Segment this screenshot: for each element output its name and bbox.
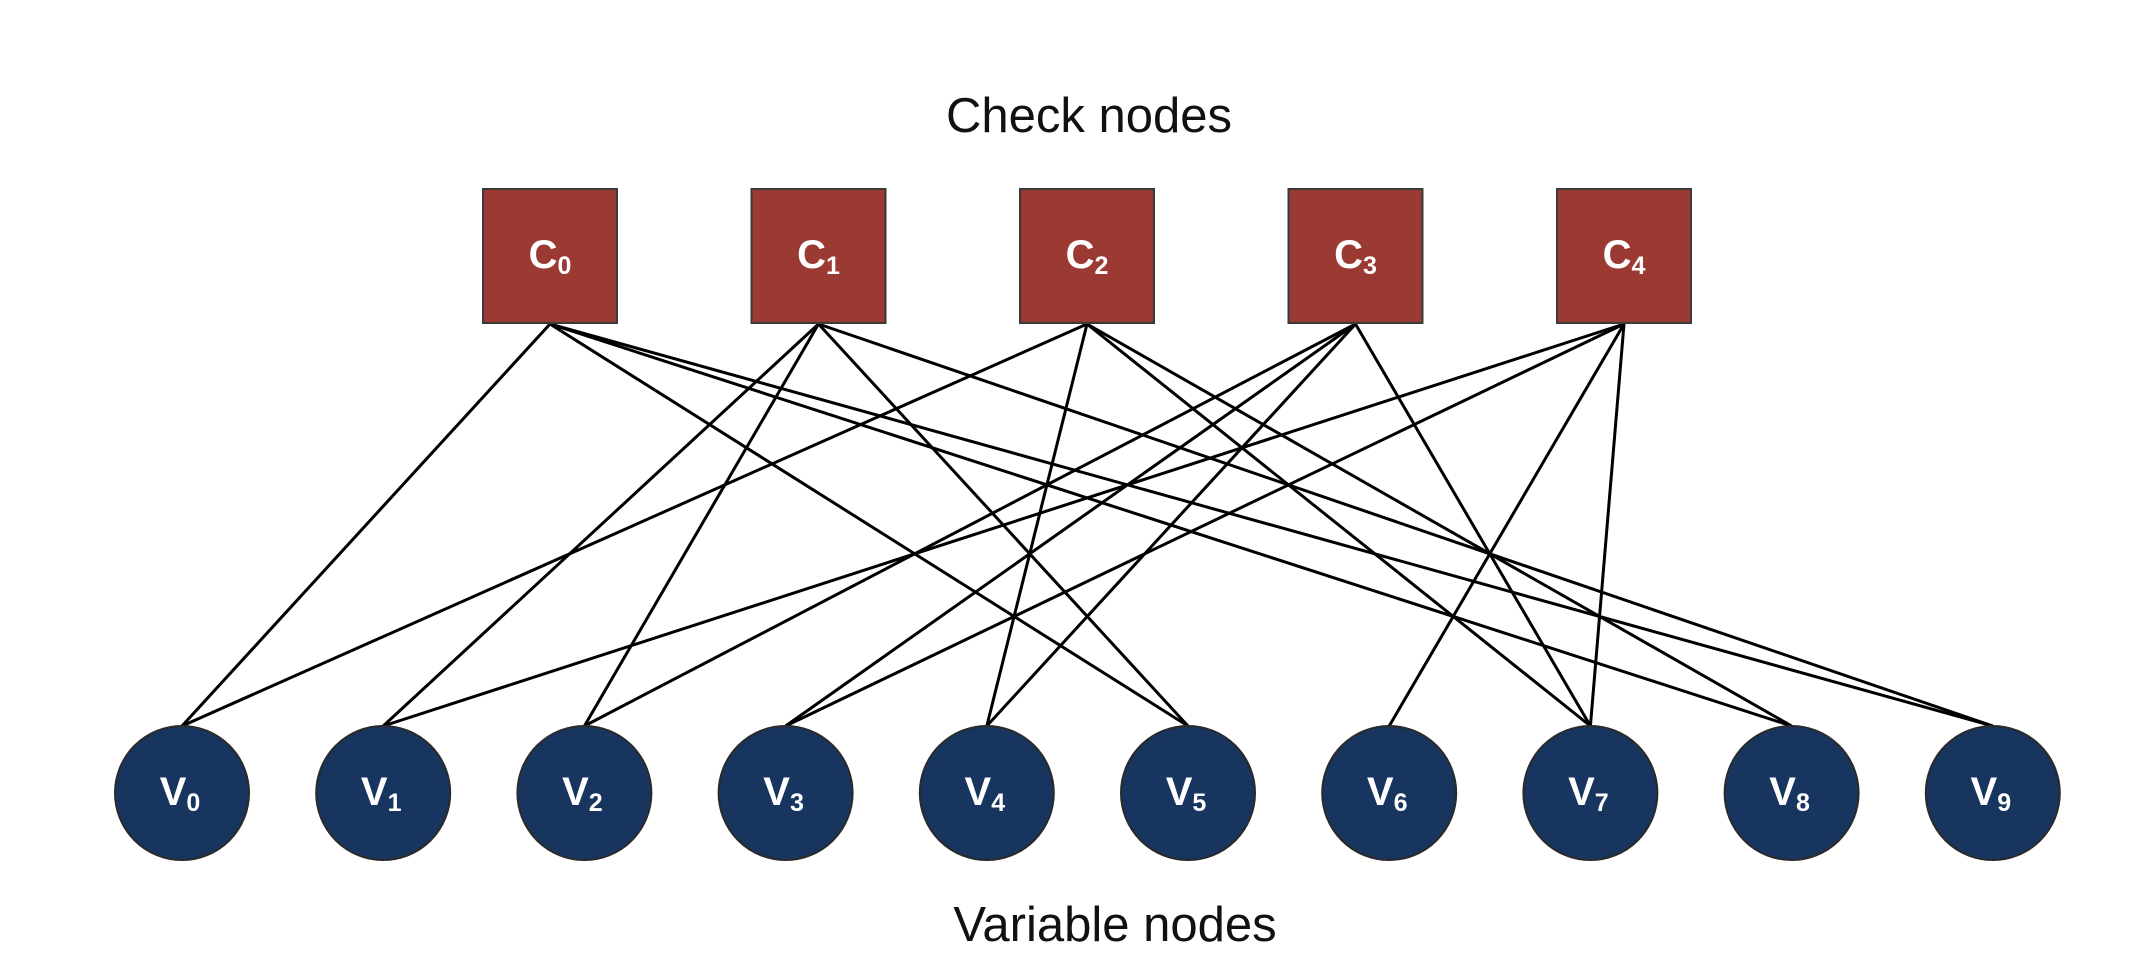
edge-c1-v1 bbox=[382, 322, 820, 728]
variable-node-label: V2 bbox=[562, 770, 603, 817]
variable-node-circle bbox=[516, 725, 653, 861]
variable-node-v9: V9 bbox=[1924, 725, 2061, 861]
edge-c3-v7 bbox=[1354, 323, 1592, 727]
variable-node-label: V9 bbox=[1971, 770, 2012, 817]
variable-node-v1: V1 bbox=[315, 725, 452, 861]
check-node-label: C4 bbox=[1603, 233, 1646, 280]
variable-node-circle bbox=[717, 725, 854, 861]
edge-c4-v1 bbox=[382, 322, 1625, 728]
edge-c3-v3 bbox=[784, 322, 1357, 728]
edge-c1-v9 bbox=[818, 322, 1994, 728]
check-node-box bbox=[1019, 188, 1155, 324]
variable-node-v2: V2 bbox=[516, 725, 653, 861]
edge-c3-v4 bbox=[985, 322, 1357, 728]
edge-c3-v2 bbox=[583, 322, 1357, 728]
edge-c2-v7 bbox=[1086, 322, 1592, 728]
edge-c4-v7 bbox=[1588, 323, 1626, 727]
variable-nodes-layer: V0 V1 V2 V3 V4 V5 V6 V7 V8 V9 bbox=[114, 725, 2061, 861]
variable-node-label: V6 bbox=[1367, 770, 1408, 817]
edge-c0-v0 bbox=[180, 322, 552, 728]
edge-c2-v4 bbox=[985, 323, 1089, 727]
variable-node-circle bbox=[315, 725, 452, 861]
check-node-box bbox=[1287, 188, 1424, 324]
variable-node-circle bbox=[1120, 725, 1256, 861]
check-nodes-title: Check nodes bbox=[946, 89, 1232, 143]
check-node-label: C0 bbox=[529, 233, 572, 280]
edge-c2-v8 bbox=[1086, 322, 1793, 728]
edge-c0-v5 bbox=[549, 322, 1189, 728]
variable-node-v6: V6 bbox=[1321, 725, 1458, 861]
check-node-label: C1 bbox=[797, 233, 840, 280]
check-node-c0: C0 bbox=[482, 188, 618, 324]
edge-c1-v2 bbox=[583, 323, 820, 727]
check-nodes-layer: C0 C1 C2 C3 C4 bbox=[482, 188, 1692, 324]
variable-node-label: V1 bbox=[361, 770, 402, 817]
variable-node-v4: V4 bbox=[918, 725, 1055, 861]
variable-node-circle bbox=[1321, 725, 1458, 861]
variable-node-circle bbox=[1723, 725, 1860, 861]
variable-node-circle bbox=[1924, 725, 2061, 861]
edge-c4-v3 bbox=[784, 322, 1625, 728]
variable-node-label: V4 bbox=[965, 770, 1006, 817]
variable-node-circle bbox=[918, 725, 1055, 861]
check-node-label: C2 bbox=[1066, 233, 1109, 280]
variable-node-v3: V3 bbox=[717, 725, 854, 861]
variable-node-label: V3 bbox=[763, 770, 804, 817]
variable-node-v7: V7 bbox=[1522, 725, 1659, 861]
edges-layer bbox=[180, 322, 1994, 728]
variable-node-label: V7 bbox=[1568, 770, 1609, 817]
variable-node-v0: V0 bbox=[114, 725, 250, 861]
check-node-box bbox=[482, 188, 618, 324]
edge-c4-v6 bbox=[1387, 323, 1626, 727]
check-node-c2: C2 bbox=[1019, 188, 1155, 324]
check-node-label: C3 bbox=[1334, 233, 1377, 280]
variable-nodes-title: Variable nodes bbox=[953, 898, 1276, 952]
variable-node-label: V8 bbox=[1769, 770, 1810, 817]
check-node-c3: C3 bbox=[1287, 188, 1424, 324]
variable-node-label: V5 bbox=[1166, 770, 1207, 817]
variable-node-v5: V5 bbox=[1120, 725, 1256, 861]
variable-node-v8: V8 bbox=[1723, 725, 1860, 861]
edge-c0-v9 bbox=[549, 322, 1994, 728]
check-node-c4: C4 bbox=[1556, 188, 1692, 324]
check-node-box bbox=[750, 188, 887, 324]
check-node-box bbox=[1556, 188, 1692, 324]
variable-node-circle bbox=[1522, 725, 1659, 861]
variable-node-label: V0 bbox=[160, 770, 201, 817]
edge-c2-v0 bbox=[181, 322, 1088, 728]
check-node-c1: C1 bbox=[750, 188, 887, 324]
variable-node-circle bbox=[114, 725, 250, 861]
